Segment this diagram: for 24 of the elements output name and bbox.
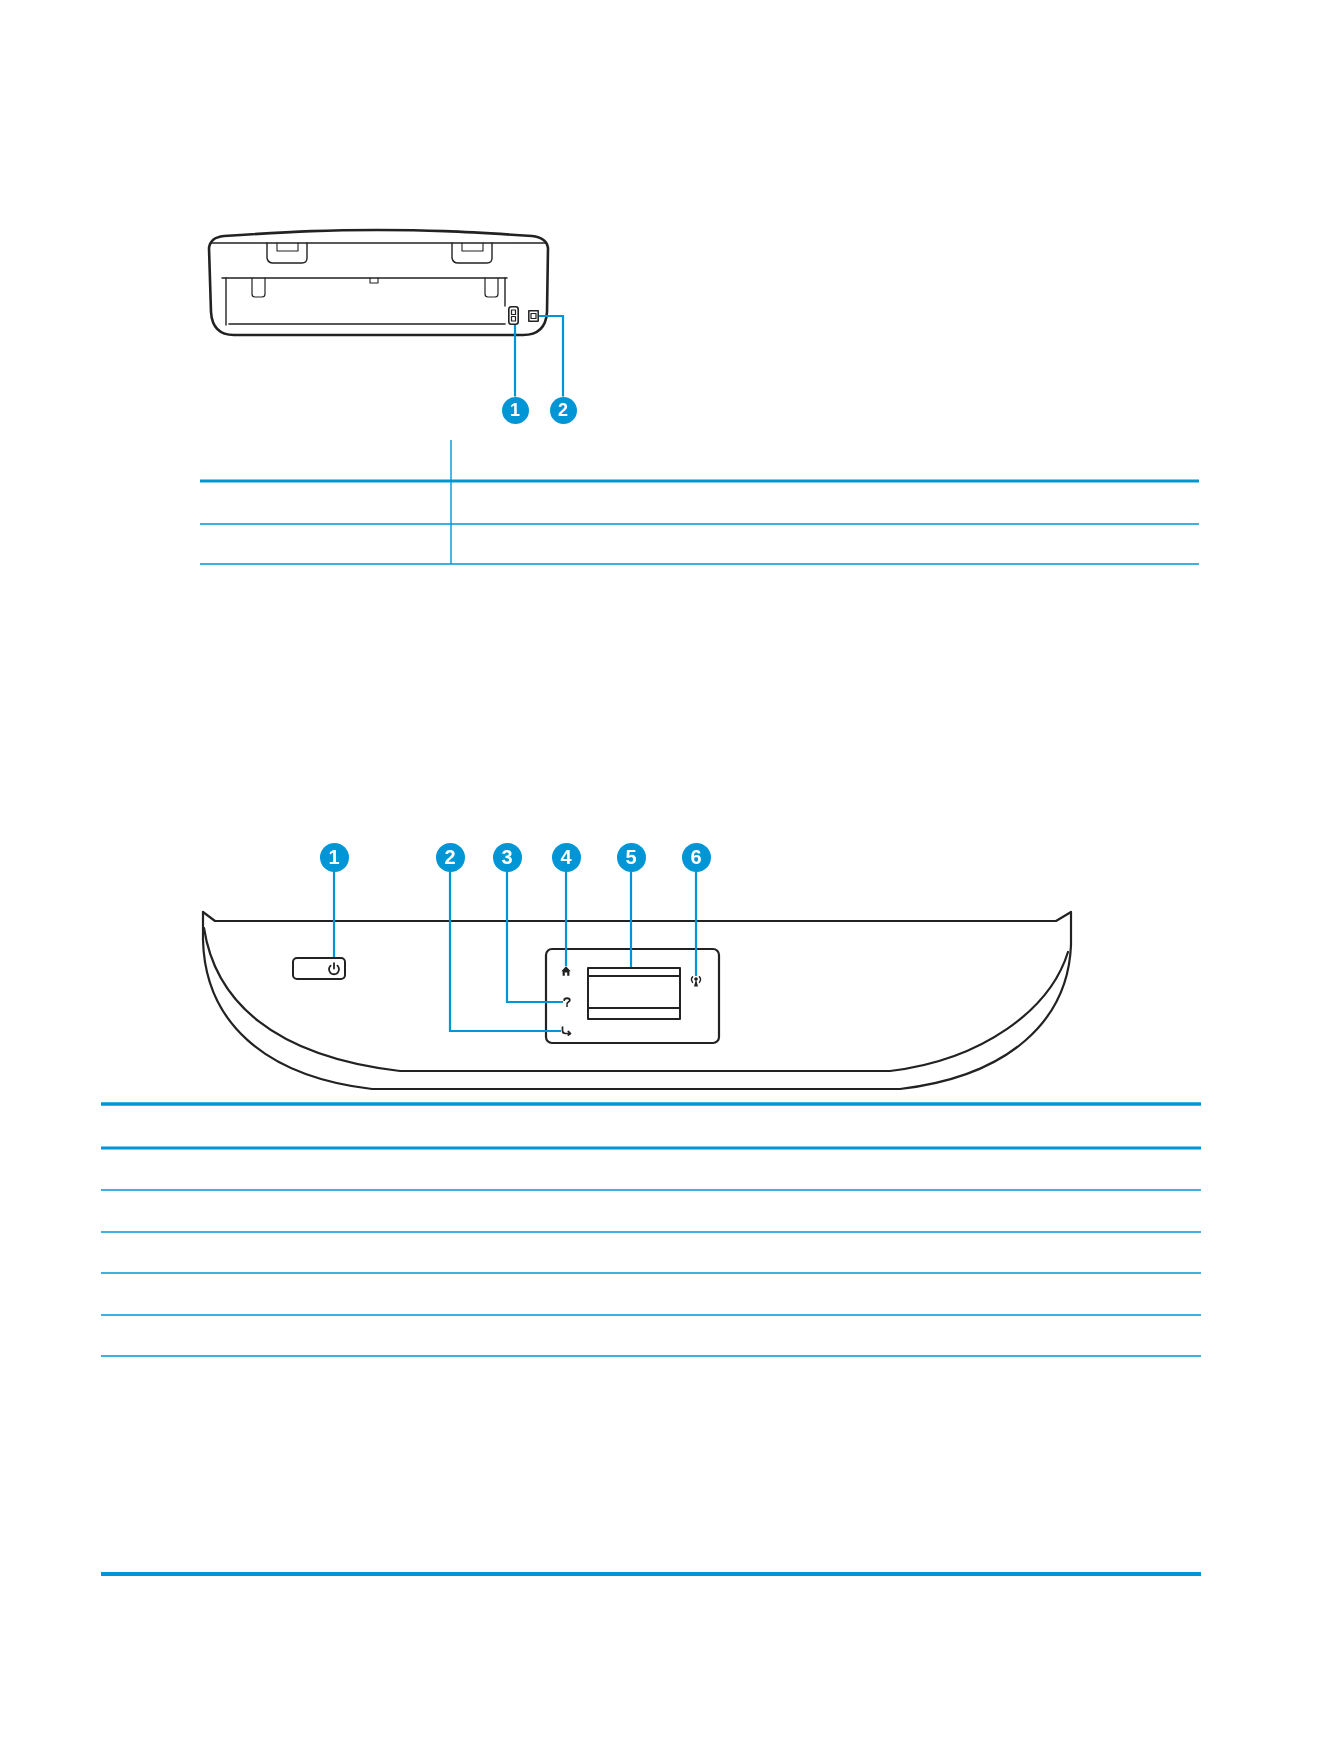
leader-line	[564, 871, 568, 966]
port-icon	[528, 310, 539, 322]
callout-number: 3	[492, 842, 522, 872]
wireless-icon	[690, 976, 702, 987]
home-icon	[561, 966, 571, 976]
leader-line	[629, 871, 633, 967]
leader-line	[332, 871, 336, 957]
help-icon	[563, 997, 571, 1007]
leader-line	[513, 325, 517, 397]
leader-line	[539, 314, 565, 397]
port-icon	[508, 306, 519, 325]
callout-number: 4	[551, 842, 581, 872]
display-screen	[587, 967, 681, 1020]
callout-number: 1	[501, 396, 529, 424]
leader-line	[448, 871, 561, 1033]
callout-number: 1	[319, 842, 349, 872]
callout-number: 6	[681, 842, 711, 872]
leader-line	[694, 871, 698, 976]
power-button	[292, 957, 346, 980]
callout-number: 2	[549, 396, 577, 424]
callout-number: 2	[435, 842, 465, 872]
callout-number: 5	[616, 842, 646, 872]
back-icon	[561, 1026, 572, 1036]
leader-line	[505, 871, 563, 1004]
